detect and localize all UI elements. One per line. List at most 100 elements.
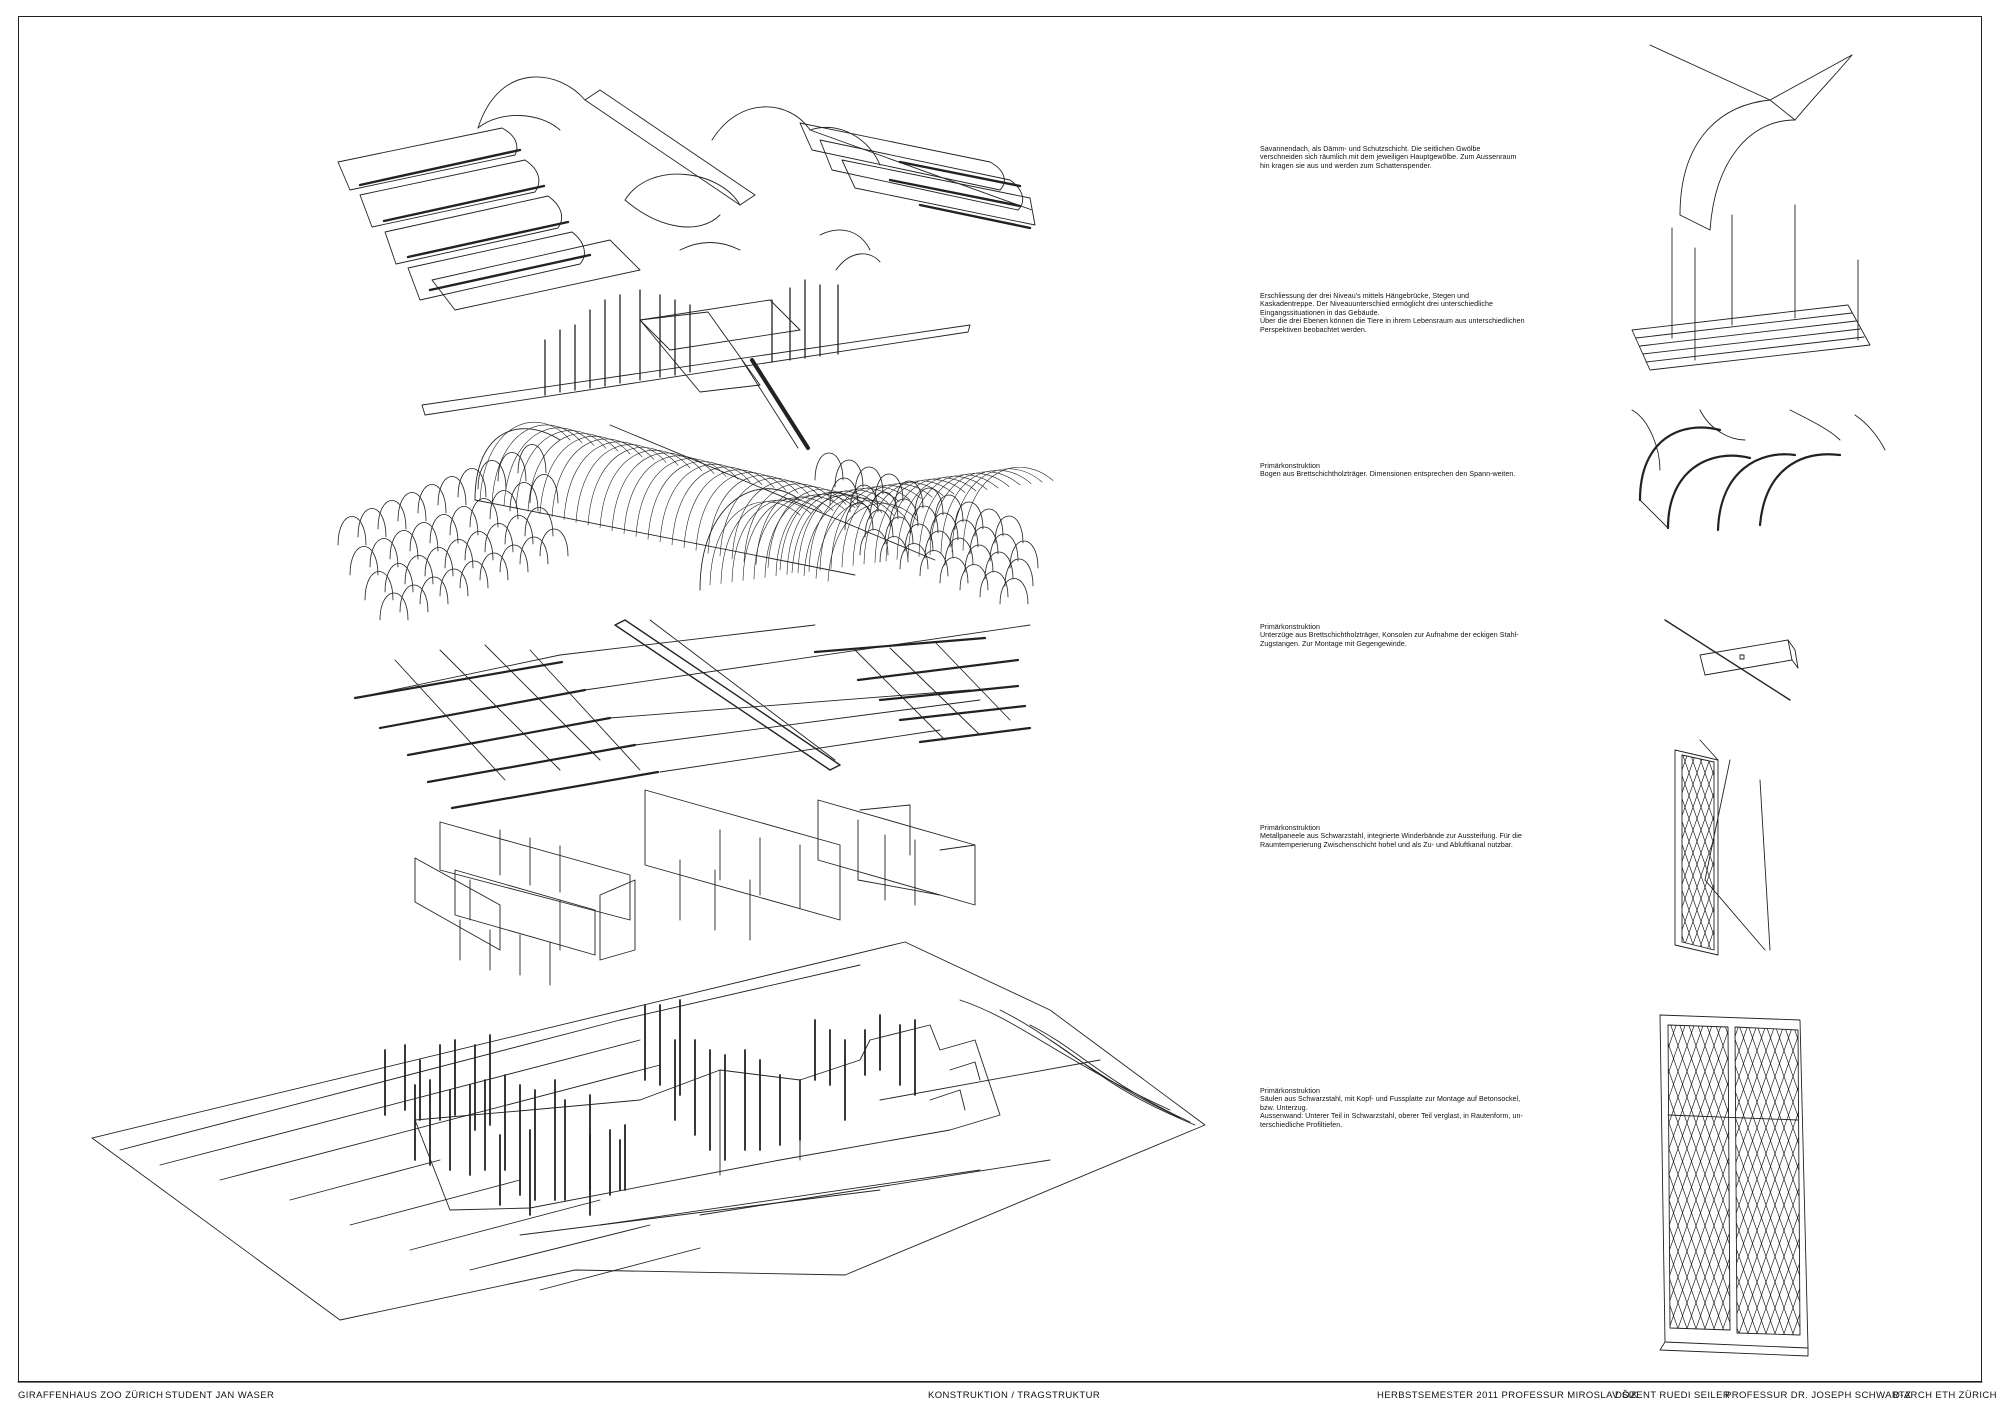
lattice-bar (1928, 1025, 2000, 1340)
lattice-bar (1903, 1020, 2000, 1335)
lattice-bar (1341, 1025, 1451, 1340)
detail-bridge-deck (1631, 204, 1871, 371)
lattice-bar (1849, 750, 1921, 955)
lattice-bar (1668, 1025, 1730, 1330)
lattice-bar (1444, 1020, 1554, 1335)
annotation-body: Bogen aus Brettschichtholzträger. Dimens… (1260, 470, 1516, 479)
lattice-bar (1897, 750, 1969, 955)
lattice-bar (1937, 1020, 2000, 1335)
lattice-bar (1973, 1025, 2000, 1340)
lattice-bar (1481, 750, 1553, 955)
arch-rib (647, 461, 739, 540)
lattice-bar (1480, 1020, 1590, 1335)
lattice-bar (1792, 1027, 1800, 1335)
lattice-bar (1668, 1025, 1730, 1330)
lattice-bar (1845, 1025, 1955, 1340)
lattice-bar (1745, 750, 1817, 955)
arch-rib (999, 578, 1029, 605)
lattice-bar (1894, 1020, 2000, 1335)
lattice-bar (1784, 1020, 1894, 1335)
arch-rib (503, 427, 595, 506)
lattice-bar (1774, 1027, 1800, 1335)
lattice-bar (1539, 1025, 1649, 1340)
lattice-bar (1799, 1027, 1800, 1335)
lattice-bar (1469, 1025, 1579, 1340)
lattice-bar (1280, 1020, 1390, 1335)
lattice-bar (1388, 1020, 1498, 1335)
lattice-bar (1514, 1020, 1624, 1335)
lattice-bar (1417, 1020, 1527, 1335)
lattice-bar (1991, 1025, 2000, 1340)
lattice-bar (1415, 1025, 1525, 1340)
project-name: GIRAFFENHAUS ZOO ZÜRICH (18, 1390, 164, 1401)
lattice-bar (1840, 1020, 1950, 1335)
arch-rib (934, 494, 964, 523)
lattice-bar (1721, 750, 1793, 955)
lattice-bar (1777, 750, 1849, 955)
lattice-bar (1756, 1027, 1800, 1335)
title-block: GIRAFFENHAUS ZOO ZÜRICH STUDENT JAN WASE… (0, 1388, 2000, 1408)
arch-rib (743, 483, 835, 562)
lattice-bar (1937, 1025, 2000, 1340)
lattice-bar (1753, 750, 1825, 955)
lattice-bar (1449, 1025, 1559, 1340)
arch-rib (449, 506, 479, 536)
lattice-bar (1919, 1020, 2000, 1335)
lattice-bar (1363, 1020, 1473, 1335)
lattice-bar (1473, 750, 1545, 955)
lattice-bar (1957, 1020, 2000, 1335)
arch-rib (491, 424, 583, 504)
lattice-bar (1668, 1025, 1730, 1330)
lattice-bar (1537, 750, 1609, 955)
annotation-arches: Primärkonstruktion Bogen aus Brettschich… (1260, 462, 1525, 479)
lattice-bar (1529, 750, 1601, 955)
lattice-bar (1735, 1027, 1800, 1335)
lattice-bar (1395, 1025, 1505, 1340)
arch-rib (863, 480, 955, 565)
lattice-bar (1552, 1020, 1662, 1335)
lattice-bar (1496, 1020, 1606, 1335)
lattice-bar (1425, 750, 1497, 955)
lattice-bar (1525, 1020, 1635, 1335)
arch-rib (389, 530, 419, 560)
annotation-roof: Savannendach, als Dämm- und Schutzschich… (1260, 145, 1525, 170)
lattice-bar (1305, 1025, 1415, 1340)
lattice-bar (1948, 1020, 2000, 1335)
lattice-bar (1417, 750, 1489, 955)
arch-rib (659, 464, 751, 543)
arch-rib (377, 500, 407, 530)
lattice-bar (1984, 1020, 2000, 1335)
lattice-bar (1521, 1025, 1631, 1340)
lattice-bar (1595, 1025, 1705, 1340)
arch-rib (924, 530, 954, 559)
lattice-bar (1682, 755, 1714, 950)
lattice-bar (1529, 750, 1601, 955)
lattice-bar (1735, 1027, 1800, 1335)
lattice-bar (1829, 1025, 1939, 1340)
lattice-bar (1885, 1020, 1995, 1335)
lattice-bar (1622, 1025, 1732, 1340)
arch-rib (914, 487, 944, 516)
lattice-bar (1913, 750, 1985, 955)
lattice-bar (1865, 1025, 1975, 1340)
lattice-bar (1682, 755, 1706, 950)
institute-name: D-ARCH ETH ZÜRICH (1893, 1390, 1997, 1401)
arch-rib (808, 487, 900, 572)
arch-rib (477, 460, 507, 490)
lattice-bar (1451, 1020, 1561, 1335)
lattice-bar (1668, 1025, 1730, 1330)
arch-rib (404, 555, 434, 585)
lattice-bar (1668, 1025, 1688, 1330)
arch-rib (742, 496, 834, 581)
lattice-bar (1735, 1027, 1769, 1335)
arch-rib (504, 515, 534, 545)
lattice-bar (1467, 1025, 1577, 1340)
arch-rib (399, 584, 429, 613)
lattice-bar (1668, 1025, 1730, 1330)
lattice-bar (1668, 1025, 1670, 1330)
lattice-bar (1881, 750, 1953, 955)
annotation-heading: Primärkonstruktion (1260, 462, 1321, 470)
lattice-bar (1532, 1020, 1642, 1335)
lattice-bar (1785, 750, 1857, 955)
arch-rib (994, 515, 1024, 544)
